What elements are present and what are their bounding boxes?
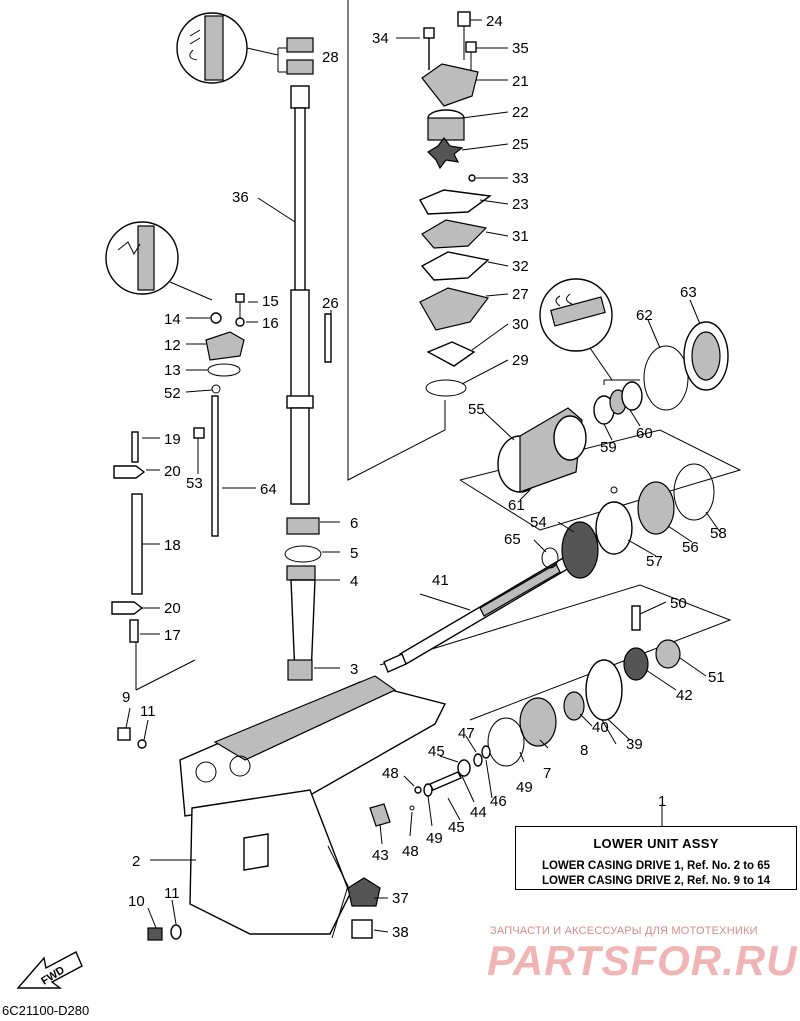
callout-65: 65 (504, 531, 521, 548)
gear-and-bearing-parts (423, 321, 729, 797)
lower-casing (179, 675, 447, 939)
callout-64: 64 (260, 481, 277, 498)
callout-4: 4 (350, 573, 358, 590)
callout-1: 1 (658, 793, 666, 810)
legend-box: LOWER UNIT ASSY LOWER CASING DRIVE 1, Re… (515, 826, 797, 890)
callout-34: 34 (372, 30, 389, 47)
callout-58: 58 (710, 525, 727, 542)
callout-44: 44 (470, 804, 487, 821)
watermark-brand: PARTSFOR.RU (487, 937, 798, 984)
callout-41: 41 (432, 572, 449, 589)
callout-51: 51 (708, 669, 725, 686)
callout-8: 8 (580, 742, 588, 759)
callout-63: 63 (680, 284, 697, 301)
callout-32: 32 (512, 258, 529, 275)
watermark-tagline: ЗАПЧАСТИ И АКСЕССУАРЫ ДЛЯ МОТОТЕХНИКИ (490, 925, 758, 937)
callout-numbers: 2 3 4 5 6 7 8 9 10 11 11 12 13 14 15 16 … (122, 13, 727, 941)
callout-23: 23 (512, 196, 529, 213)
callout-18: 18 (164, 537, 181, 554)
callout-24: 24 (486, 13, 503, 30)
callout-2: 2 (132, 853, 140, 870)
callout-42: 42 (676, 687, 693, 704)
callout-25: 25 (512, 136, 529, 153)
callout-54: 54 (530, 514, 547, 531)
callout-3: 3 (350, 661, 358, 678)
callout-6: 6 (350, 515, 358, 532)
callout-21: 21 (512, 73, 529, 90)
small-bolts (117, 727, 422, 941)
propeller-shaft (383, 553, 577, 673)
callout-11b: 11 (164, 885, 180, 902)
callout-10: 10 (128, 893, 145, 910)
callout-37: 37 (392, 890, 409, 907)
callout-45b: 45 (448, 819, 465, 836)
callout-15: 15 (262, 293, 279, 310)
callout-20a: 20 (164, 463, 181, 480)
callout-31: 31 (512, 228, 529, 245)
callout-55: 55 (468, 401, 485, 418)
callout-22: 22 (512, 104, 529, 121)
callout-30: 30 (512, 316, 529, 333)
callout-26: 26 (322, 295, 339, 312)
callout-33: 33 (512, 170, 529, 187)
callout-5: 5 (350, 545, 358, 562)
callout-61: 61 (508, 497, 525, 514)
callout-19: 19 (164, 431, 181, 448)
callout-17: 17 (164, 627, 181, 644)
legend-title: LOWER UNIT ASSY (593, 836, 719, 851)
callout-36: 36 (232, 189, 249, 206)
detail-circle-left (105, 221, 213, 301)
callout-57: 57 (646, 553, 663, 570)
callout-48b: 48 (402, 843, 419, 860)
callout-59: 59 (600, 439, 617, 456)
callout-52: 52 (164, 385, 181, 402)
callout-35: 35 (512, 40, 529, 57)
callout-49a: 49 (516, 779, 533, 796)
callout-45a: 45 (428, 743, 445, 760)
callout-28: 28 (322, 49, 339, 66)
detail-circle-top (176, 12, 279, 84)
callout-38: 38 (392, 924, 409, 941)
callout-27: 27 (512, 286, 529, 303)
callout-39: 39 (626, 736, 643, 753)
callout-7: 7 (543, 765, 551, 782)
callout-46: 46 (490, 793, 507, 810)
callout-40: 40 (592, 719, 609, 736)
detail-circle-right (539, 278, 613, 381)
legend-line-2: LOWER CASING DRIVE 2, Ref. No. 9 to 14 (541, 875, 771, 887)
fwd-arrow: FWD (16, 951, 83, 989)
leader-lines (125, 19, 721, 933)
callout-50: 50 (670, 595, 687, 612)
callout-62: 62 (636, 307, 653, 324)
callout-13: 13 (164, 362, 181, 379)
callout-11a: 11 (140, 703, 156, 720)
diagram-code: 6C21100-D280 (2, 1003, 90, 1018)
callout-9: 9 (122, 689, 130, 706)
callout-29: 29 (512, 352, 529, 369)
callout-60: 60 (636, 425, 653, 442)
callout-20b: 20 (164, 600, 181, 617)
callout-53: 53 (186, 475, 203, 492)
callout-43: 43 (372, 847, 389, 864)
callout-16: 16 (262, 315, 279, 332)
callout-49b: 49 (426, 830, 443, 847)
water-pump-parts (418, 11, 492, 397)
drive-shaft (284, 37, 332, 681)
callout-48a: 48 (382, 765, 399, 782)
shift-rod-parts (111, 293, 245, 643)
callout-47: 47 (458, 725, 475, 742)
callout-12: 12 (164, 337, 181, 354)
legend-line-1: LOWER CASING DRIVE 1, Ref. No. 2 to 65 (541, 860, 771, 872)
callout-56: 56 (682, 539, 699, 556)
callout-14: 14 (164, 311, 181, 328)
